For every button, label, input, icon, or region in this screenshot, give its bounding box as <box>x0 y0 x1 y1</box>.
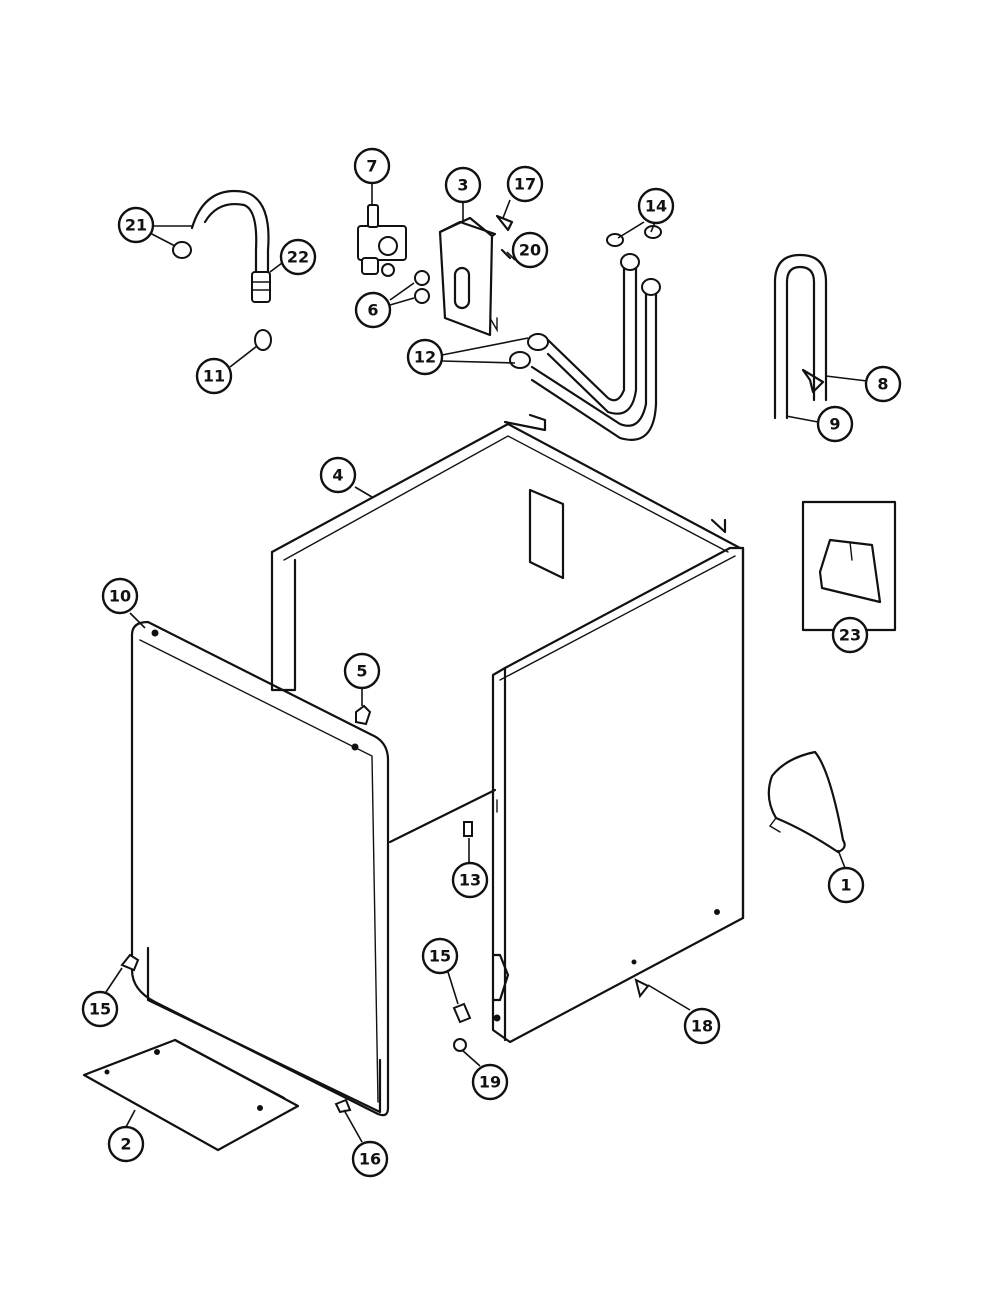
callout-13: 13 <box>451 861 489 899</box>
svg-text:6: 6 <box>367 301 378 320</box>
callout-20: 20 <box>511 231 549 269</box>
callout-14: 14 <box>637 187 675 225</box>
svg-text:11: 11 <box>203 367 225 386</box>
toe-kick-bracket <box>82 1038 300 1152</box>
callout-3: 3 <box>444 166 482 204</box>
callout-15-right: 15 <box>421 937 459 975</box>
leader-lines <box>105 183 868 1143</box>
svg-text:18: 18 <box>691 1017 713 1036</box>
callout-2: 2 <box>107 1125 145 1163</box>
svg-text:13: 13 <box>459 871 481 890</box>
svg-text:12: 12 <box>414 348 436 367</box>
u-hose <box>773 253 828 420</box>
svg-text:15: 15 <box>89 1000 111 1019</box>
callout-19: 19 <box>471 1063 509 1101</box>
svg-text:9: 9 <box>829 415 840 434</box>
callout-7: 7 <box>353 147 391 185</box>
callout-12: 12 <box>406 338 444 376</box>
callout-8: 8 <box>864 365 902 403</box>
callout-16: 16 <box>351 1140 389 1178</box>
callout-22: 22 <box>279 238 317 276</box>
water-valve <box>357 204 430 304</box>
callout-6: 6 <box>354 291 392 329</box>
svg-text:14: 14 <box>645 197 667 216</box>
svg-text:3: 3 <box>457 176 468 195</box>
svg-text:15: 15 <box>429 947 451 966</box>
svg-text:21: 21 <box>125 216 147 235</box>
callout-5: 5 <box>343 652 381 690</box>
callout-17: 17 <box>506 165 544 203</box>
svg-text:8: 8 <box>877 375 888 394</box>
callout-15-left: 15 <box>81 990 119 1028</box>
svg-text:7: 7 <box>366 157 377 176</box>
callout-9: 9 <box>816 405 854 443</box>
svg-text:19: 19 <box>479 1073 501 1092</box>
svg-text:17: 17 <box>514 175 536 194</box>
svg-text:5: 5 <box>356 662 367 681</box>
svg-text:2: 2 <box>120 1135 131 1154</box>
cover-plate <box>767 750 846 854</box>
callout-21: 21 <box>117 206 155 244</box>
hardware <box>120 704 650 1114</box>
callout-11: 11 <box>195 357 233 395</box>
svg-text:4: 4 <box>332 466 343 485</box>
drain-hose <box>172 189 272 351</box>
callout-10: 10 <box>101 577 139 615</box>
parts-kit-box <box>801 500 897 632</box>
callout-23: 23 <box>831 616 869 654</box>
callout-1: 1 <box>827 866 865 904</box>
svg-text:22: 22 <box>287 248 309 267</box>
cabinet <box>270 413 745 1044</box>
svg-text:1: 1 <box>840 876 851 895</box>
svg-text:16: 16 <box>359 1150 381 1169</box>
callout-18: 18 <box>683 1007 721 1045</box>
svg-text:10: 10 <box>109 587 131 606</box>
front-panel <box>130 620 390 1117</box>
valve-bracket <box>438 214 514 337</box>
svg-text:23: 23 <box>839 626 861 645</box>
svg-text:20: 20 <box>519 241 541 260</box>
callout-4: 4 <box>319 456 357 494</box>
